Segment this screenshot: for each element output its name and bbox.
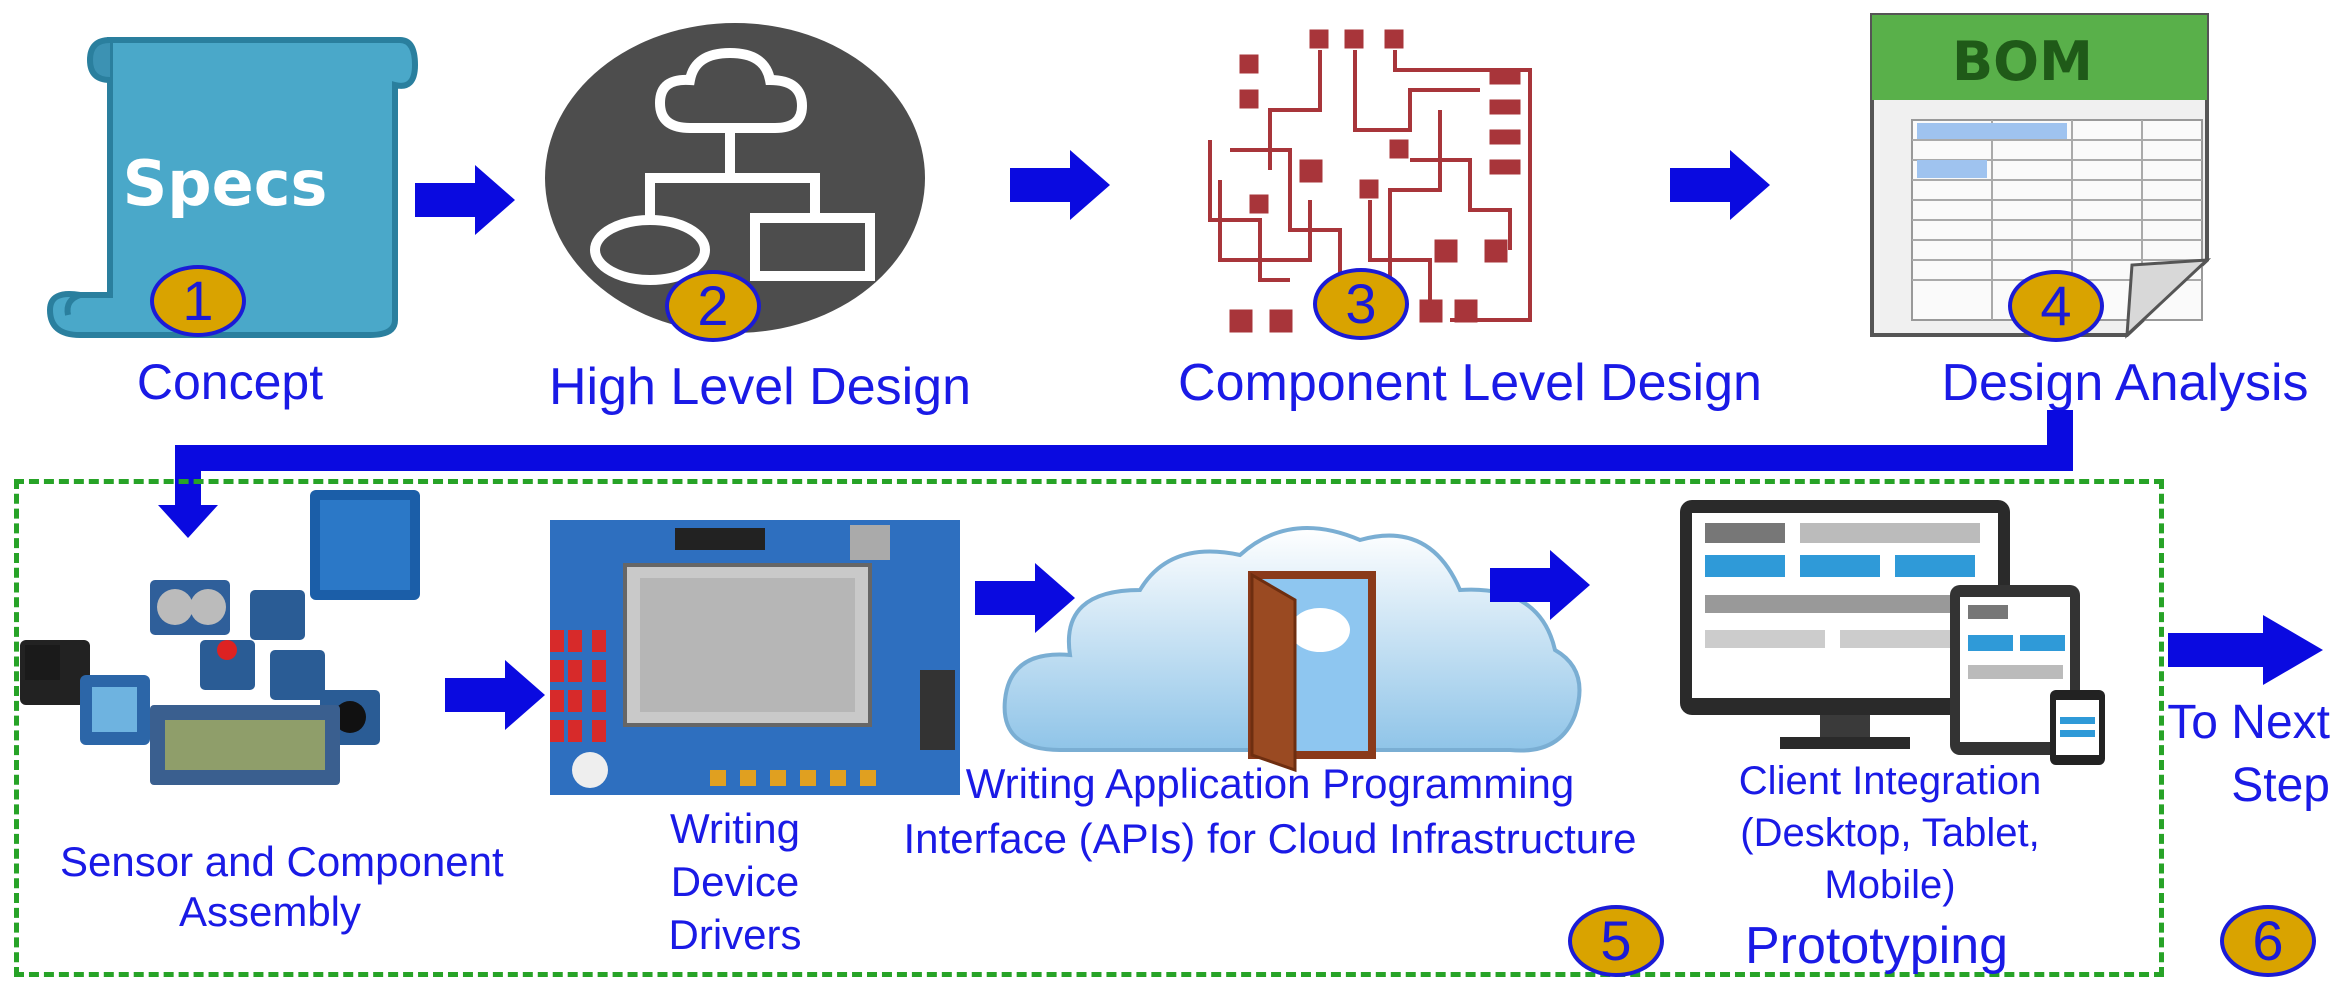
high-level-design-label: High Level Design	[548, 358, 972, 416]
sensor-kit-icon	[20, 490, 420, 785]
client-integration-label-line3: Mobile)	[1824, 863, 1956, 907]
arrow-right-icon	[2168, 615, 2323, 685]
step-badge-2: 2	[665, 270, 761, 342]
step-badge-3: 3	[1313, 268, 1409, 340]
step-badge-6: 6	[2220, 905, 2316, 977]
specs-text: Specs	[123, 147, 328, 220]
device-drivers-label-line1: Writing	[670, 805, 800, 852]
device-drivers-label-line2: Device	[670, 858, 800, 905]
cloud-hierarchy-icon	[545, 23, 925, 333]
step-badge-5: 5	[1568, 905, 1664, 977]
arrow-right-icon	[1010, 150, 1110, 220]
next-step-label-line1: To Next	[2167, 696, 2330, 749]
circuit-board-icon	[1208, 29, 1532, 333]
bom-text: BOM	[1952, 30, 2093, 93]
microcontroller-board-icon	[550, 520, 960, 795]
client-integration-label-line2: (Desktop, Tablet,	[1740, 811, 2040, 855]
arrow-right-icon	[1490, 550, 1590, 620]
arrow-right-icon	[1670, 150, 1770, 220]
api-label-line1: Writing Application Programming	[965, 760, 1575, 807]
sensor-assembly-label-line2: Assembly	[178, 888, 362, 935]
arrow-right-icon	[415, 165, 515, 235]
arrow-right-icon	[445, 660, 545, 730]
prototyping-group	[14, 479, 2164, 977]
component-level-design-label: Component Level Design	[1178, 354, 1762, 412]
prototyping-title: Prototyping	[1745, 917, 2009, 975]
concept-label: Concept	[136, 354, 324, 410]
sensor-assembly-label-line1: Sensor and Component	[60, 838, 504, 885]
arrow-right-icon	[975, 563, 1075, 633]
connector-arrow-icon	[158, 410, 2073, 538]
device-drivers-label-line3: Drivers	[668, 911, 802, 958]
step-badge-1: 1	[150, 265, 246, 337]
client-devices-icon	[1680, 500, 2105, 765]
client-integration-label-line1: Client Integration	[1738, 759, 2042, 803]
cloud-door-icon	[1002, 526, 1582, 773]
step-badge-4: 4	[2008, 270, 2104, 342]
api-label-line2: Interface (APIs) for Cloud Infrastructur…	[903, 815, 1637, 862]
next-step-label-line2: Step	[2231, 759, 2330, 812]
specs-scroll-icon: Specs	[46, 37, 419, 338]
design-analysis-label: Design Analysis	[1941, 354, 2309, 412]
